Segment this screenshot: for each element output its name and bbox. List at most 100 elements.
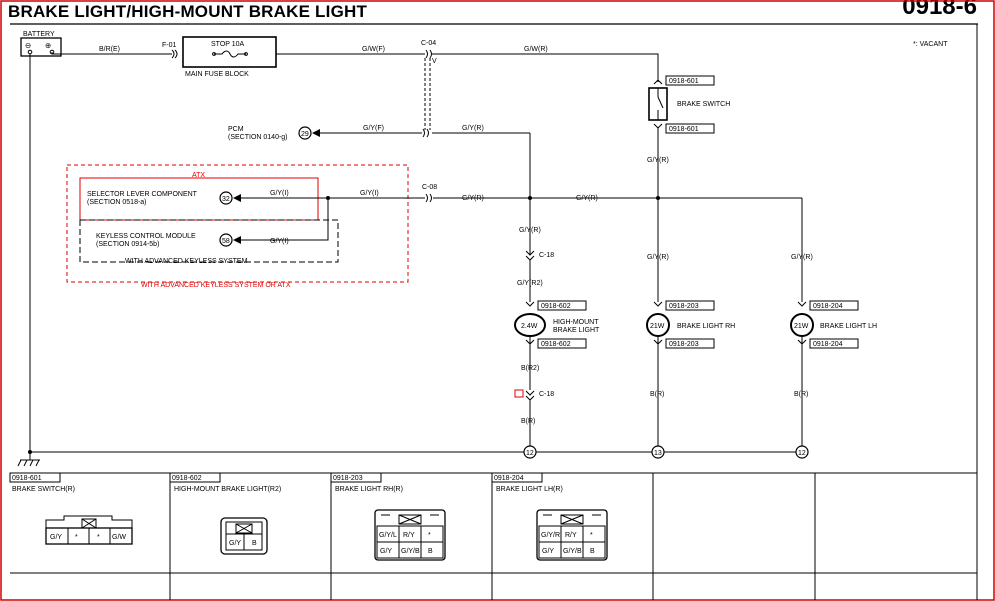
brake-light-lh[interactable]: 21W — [790, 313, 814, 337]
hm-name-2: BRAKE LIGHT — [553, 327, 600, 334]
wire-label: G/Y(I) — [270, 238, 289, 245]
brake-light-rh[interactable]: 21W — [646, 313, 670, 337]
connector-tag — [665, 338, 715, 349]
battery[interactable]: BATTERY ⊖ ⊕ — [20, 31, 62, 57]
high-mount-brake-light[interactable]: 2.4W — [514, 313, 546, 337]
pcm-pin[interactable]: 29 — [298, 126, 312, 140]
connector-views-table — [9, 472, 977, 600]
battery-box — [20, 37, 62, 57]
connector-symbol — [429, 193, 432, 203]
connector-label: C-18 — [539, 391, 554, 398]
battery-terminal-icon — [27, 49, 33, 55]
battery-minus-icon: ⊖ — [25, 41, 31, 50]
wire-label: G/Y(R) — [647, 254, 669, 261]
svg-text:G/Y: G/Y — [229, 540, 241, 547]
connector-symbol — [525, 390, 535, 401]
wire-label: G/Y(R) — [576, 195, 598, 202]
group-label-keyless: WITH ADVANCED KEYLESS SYSTEM — [125, 258, 248, 265]
pcm-section: (SECTION 0140-g) — [228, 134, 288, 141]
connector-tag — [537, 300, 587, 311]
ground-point-hm: 12 — [523, 445, 537, 459]
connector-symbol — [429, 49, 432, 59]
keyless-pin-number: 58 — [222, 238, 230, 245]
main-fuse[interactable]: STOP 10A — [182, 36, 277, 68]
keyless-pin[interactable]: 58 — [219, 233, 233, 247]
wire-label: G/Y(R) — [462, 125, 484, 132]
connector-tag — [537, 338, 587, 349]
svg-text:*: * — [590, 532, 593, 539]
connector-tag — [665, 300, 715, 311]
connector-tag-label: 0918-601 — [669, 126, 699, 133]
connector-tag-label: 0918-203 — [669, 303, 699, 310]
svg-text:0918-601: 0918-601 — [12, 475, 42, 482]
ground-point-lh: 12 — [795, 445, 809, 459]
wire-battery-to-fuse — [51, 52, 172, 55]
connector-pin: V — [432, 58, 437, 65]
connector-view-0918-601[interactable]: 0918-601 BRAKE SWITCH(R) G/Y * * G/W — [12, 475, 133, 545]
wire-label: B(R2) — [521, 365, 539, 372]
selector-pin[interactable]: 32 — [219, 191, 233, 205]
lh-name: BRAKE LIGHT LH — [820, 323, 877, 330]
ground-point-rh: 13 — [651, 445, 665, 459]
svg-text:G/Y/R: G/Y/R — [541, 532, 560, 539]
connector-tag — [809, 300, 859, 311]
connector-symbol — [426, 128, 429, 138]
fuse-terminal-icon — [212, 52, 216, 56]
wire-label: G/Y(R) — [519, 227, 541, 234]
connector-tag-label: 0918-204 — [813, 341, 843, 348]
brake-switch[interactable] — [648, 87, 668, 121]
connector-tag-label: 0918-601 — [669, 78, 699, 85]
battery-plus-icon: ⊕ — [45, 41, 51, 50]
svg-text:G/Y: G/Y — [50, 534, 62, 541]
connector-symbol — [653, 301, 663, 307]
connector-tag — [665, 123, 715, 134]
svg-text:0918-602: 0918-602 — [172, 475, 202, 482]
wire-label: B(R) — [794, 391, 808, 398]
wire-label: G/W(F) — [362, 46, 385, 53]
svg-text:G/Y/L: G/Y/L — [379, 532, 397, 539]
connector-symbol — [422, 128, 425, 138]
fuse-icon — [214, 50, 246, 58]
connector-label: C-18 — [539, 252, 554, 259]
lh-watt: 21W — [794, 323, 809, 330]
connector-tag — [665, 75, 715, 86]
wire-label: G/Y(F) — [363, 125, 384, 132]
pcm-pin-number: 29 — [301, 131, 309, 138]
keyless-name: KEYLESS CONTROL MODULE — [96, 233, 196, 240]
svg-text:0918-203: 0918-203 — [333, 475, 363, 482]
connector-view-0918-204[interactable]: 0918-204 BRAKE LIGHT LH(R) G/Y/R R/Y * G… — [494, 475, 608, 561]
svg-text:BRAKE LIGHT LH(R): BRAKE LIGHT LH(R) — [496, 486, 563, 493]
svg-text:G/Y: G/Y — [380, 548, 392, 555]
battery-label: BATTERY — [23, 31, 55, 38]
svg-text:12: 12 — [798, 450, 806, 457]
wire-label: G/Y(R) — [791, 254, 813, 261]
fuse-terminal-icon — [244, 52, 248, 56]
svg-text:R/Y: R/Y — [403, 532, 415, 539]
wire-keyless — [241, 198, 329, 241]
connector-view-0918-602[interactable]: 0918-602 HIGH-MOUNT BRAKE LIGHT(R2) G/Y … — [172, 475, 281, 555]
connector-view-0918-203[interactable]: 0918-203 BRAKE LIGHT RH(R) G/Y/L R/Y * G… — [333, 475, 446, 561]
svg-text:*: * — [97, 534, 100, 541]
group-box-keyless — [79, 219, 339, 263]
wire-label: G/W(R) — [524, 46, 548, 53]
svg-text:*: * — [428, 532, 431, 539]
arrow-icon — [312, 129, 320, 137]
connector-tag-label: 0918-602 — [541, 341, 571, 348]
svg-text:R/Y: R/Y — [565, 532, 577, 539]
selector-pin-number: 32 — [222, 196, 230, 203]
arrow-icon — [233, 194, 241, 202]
wire-label: G/Y(I) — [270, 190, 289, 197]
connector-tag-label: 0918-203 — [669, 341, 699, 348]
hm-name-1: HIGH-MOUNT — [553, 319, 599, 326]
wire-label: B(R) — [521, 418, 535, 425]
group-box-keyless-or-atx — [66, 164, 409, 283]
wire-label: B/R(E) — [99, 46, 120, 53]
page-number: 0918-6 — [902, 0, 977, 20]
fuse-id: F-01 — [162, 42, 177, 49]
wire-label: G/Y(R) — [462, 195, 484, 202]
connector-symbol — [171, 49, 175, 59]
selector-name: SELECTOR LEVER COMPONENT — [87, 191, 198, 198]
wire-label: G/Y(I) — [360, 190, 379, 197]
